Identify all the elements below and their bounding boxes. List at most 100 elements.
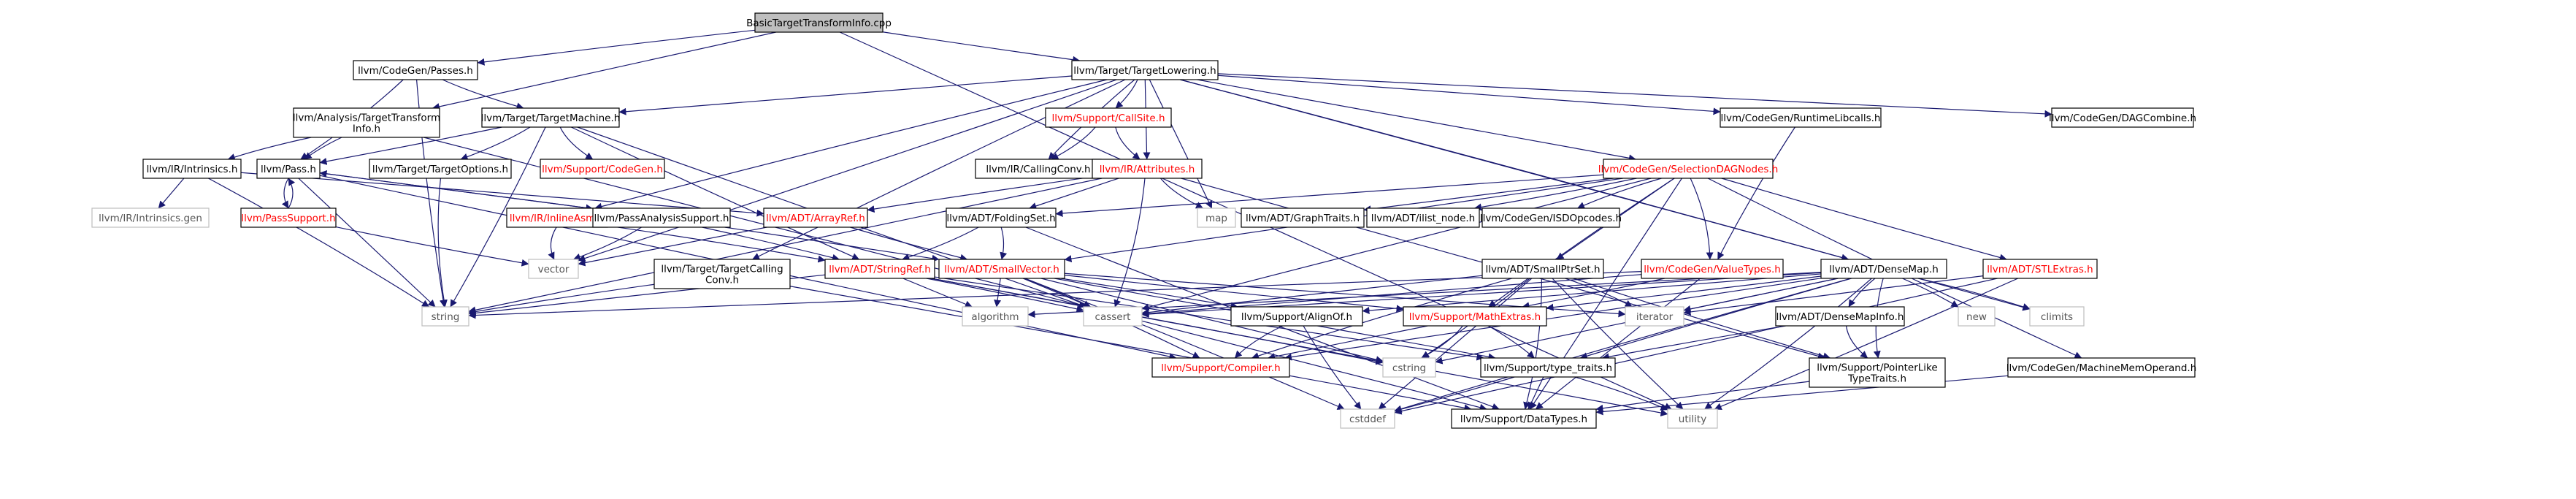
dependency-nodes: BasicTargetTransformInfo.cpp llvm/CodeGen… — [91, 12, 2197, 429]
node-pass-support[interactable]: llvm/PassSupport.h — [240, 207, 337, 228]
node-adt-densemapinfo[interactable]: llvm/ADT/DenseMapInfo.h — [1775, 306, 1905, 327]
node-machine-mem-operand[interactable]: llvm/CodeGen/MachineMemOperand.h — [2006, 357, 2197, 378]
node-support-alignof[interactable]: llvm/Support/AlignOf.h — [1230, 306, 1363, 327]
node-target-options[interactable]: llvm/Target/TargetOptions.h — [369, 159, 512, 179]
node-label: llvm/PassSupport.h — [241, 213, 335, 224]
node-string: string — [421, 306, 469, 327]
node-support-datatypes[interactable]: llvm/Support/DataTypes.h — [1451, 408, 1597, 429]
node-label: llvm/ADT/SmallPtrSet.h — [1485, 264, 1600, 275]
node-pass-analysis-support[interactable]: llvm/PassAnalysisSupport.h — [592, 207, 731, 228]
node-label: llvm/Pass.h — [261, 164, 316, 175]
node-label: BasicTargetTransformInfo.cpp — [746, 18, 892, 29]
node-codegen-valuetypes[interactable]: llvm/CodeGen/ValueTypes.h — [1641, 259, 1784, 279]
node-adt-ilist-node[interactable]: llvm/ADT/ilist_node.h — [1366, 207, 1480, 228]
edge-selection_dag_nodes-to-adt_stlextras — [1721, 178, 2007, 262]
node-target-machine[interactable]: llvm/Target/TargetMachine.h — [481, 107, 621, 128]
node-codegen-passes[interactable]: llvm/CodeGen/Passes.h — [353, 60, 478, 80]
node-label: llvm/Target/TargetLowering.h — [1073, 65, 1216, 77]
node-label: cstring — [1392, 362, 1426, 374]
node-analysis-tti[interactable]: llvm/Analysis/TargetTransformInfo.h — [293, 107, 440, 138]
edge-codegen_valuetypes-to-support_datatypes — [1535, 278, 1701, 410]
node-support-mathextras[interactable]: llvm/Support/MathExtras.h — [1403, 306, 1547, 327]
node-box — [946, 207, 1057, 228]
node-adt-smallptrset[interactable]: llvm/ADT/SmallPtrSet.h — [1481, 259, 1604, 279]
node-root[interactable]: BasicTargetTransformInfo.cpp — [746, 12, 892, 33]
edge-target_lowering-to-dag_combine — [1217, 73, 2052, 118]
node-box — [763, 207, 868, 228]
node-label: map — [1205, 213, 1227, 224]
node-box — [1982, 259, 2098, 279]
node-adt-arrayref[interactable]: llvm/ADT/ArrayRef.h — [763, 207, 868, 228]
edge-adt_smallvector-to-support_mathextras — [1064, 275, 1404, 313]
node-dag-combine[interactable]: llvm/CodeGen/DAGCombine.h — [2049, 107, 2196, 128]
node-pass[interactable]: llvm/Pass.h — [256, 159, 321, 179]
edge-support_pointerlike-to-support_datatypes — [1595, 381, 1810, 412]
dependency-edges — [158, 29, 2082, 416]
edge-pass_analysis_support-to-adt_smallvector — [724, 226, 940, 262]
edge-support_type_traits-to-cstddef — [1394, 376, 1515, 413]
node-label: llvm/Target/TargetCalling — [661, 264, 783, 275]
edge-support_mathextras-to-support_compiler — [1268, 325, 1428, 361]
edge-analysis_tti-to-ir_intrinsics — [227, 137, 312, 161]
edge-adt_smallvector-to-support_alignof — [1060, 278, 1238, 310]
node-box — [1045, 107, 1172, 128]
node-adt-graphtraits[interactable]: llvm/ADT/GraphTraits.h — [1241, 207, 1365, 228]
node-label: llvm/ADT/SmallVector.h — [944, 264, 1059, 275]
node-runtime-libcalls[interactable]: llvm/CodeGen/RuntimeLibcalls.h — [1720, 107, 1882, 128]
node-callsite[interactable]: llvm/Support/CallSite.h — [1045, 107, 1172, 128]
node-box — [369, 159, 512, 179]
node-ir-inline-asm[interactable]: llvm/IR/InlineAsm.h — [506, 207, 608, 228]
node-support-type-traits[interactable]: llvm/Support/type_traits.h — [1480, 357, 1616, 378]
node-label: llvm/CodeGen/Passes.h — [358, 65, 473, 77]
edge-ir_inline_asm-to-adt_stringref — [607, 225, 826, 263]
node-support-compiler[interactable]: llvm/Support/Compiler.h — [1151, 357, 1290, 378]
edge-adt_arrayref-to-vector — [578, 226, 767, 267]
edge-ir_attributes-to-adt_foldingset — [1029, 178, 1119, 210]
edge-callsite-to-ir_attributes — [1115, 126, 1141, 160]
edge-adt_foldingset-to-adt_smallvector — [1000, 226, 1008, 260]
node-isd-opcodes[interactable]: llvm/CodeGen/ISDOpcodes.h — [1480, 207, 1622, 228]
node-target-lowering[interactable]: llvm/Target/TargetLowering.h — [1071, 60, 1219, 80]
edge-adt_smallvector-to-algorithm — [994, 278, 1002, 308]
node-label: algorithm — [971, 311, 1019, 323]
node-box — [528, 259, 579, 279]
edge-ir_intrinsics-to-string — [208, 178, 430, 308]
node-cstring: cstring — [1382, 357, 1436, 378]
node-label: llvm/Support/Compiler.h — [1161, 362, 1280, 374]
node-box — [1481, 207, 1620, 228]
node-adt-stringref[interactable]: llvm/ADT/StringRef.h — [824, 259, 935, 279]
node-adt-densemap[interactable]: llvm/ADT/DenseMap.h — [1820, 259, 1947, 279]
node-box — [1241, 207, 1365, 228]
node-box — [540, 159, 665, 179]
node-label: llvm/IR/Attributes.h — [1100, 164, 1195, 175]
node-label: llvm/IR/Intrinsics.gen — [99, 213, 202, 224]
node-box — [1480, 357, 1616, 378]
edge-adt_stlextras-to-cstddef — [1394, 278, 1998, 415]
node-box — [1230, 306, 1363, 327]
node-label: llvm/CodeGen/DAGCombine.h — [2049, 113, 2196, 124]
edge-target_callingconv-to-string — [468, 283, 655, 316]
node-label: Info.h — [353, 123, 380, 135]
node-label: string — [432, 311, 460, 323]
node-label: climits — [2041, 311, 2073, 323]
edge-adt_smallptrset-to-support_compiler — [1251, 278, 1512, 359]
node-adt-stlextras[interactable]: llvm/ADT/STLExtras.h — [1982, 259, 2098, 279]
edge-selection_dag_nodes-to-adt_foldingset — [1055, 174, 1604, 217]
node-selection-dag-nodes[interactable]: llvm/CodeGen/SelectionDAGNodes.h — [1598, 159, 1779, 179]
node-adt-foldingset[interactable]: llvm/ADT/FoldingSet.h — [946, 207, 1057, 228]
node-ir-attributes[interactable]: llvm/IR/Attributes.h — [1092, 159, 1203, 179]
node-ir-intrinsics[interactable]: llvm/IR/Intrinsics.h — [142, 159, 242, 179]
node-box — [653, 259, 791, 289]
node-vector: vector — [528, 259, 579, 279]
node-adt-smallvector[interactable]: llvm/ADT/SmallVector.h — [938, 259, 1065, 279]
node-support-codegen[interactable]: llvm/Support/CodeGen.h — [540, 159, 665, 179]
node-box — [1958, 306, 1996, 327]
node-box — [1720, 107, 1882, 128]
node-ir-callingconv[interactable]: llvm/IR/CallingConv.h — [975, 159, 1102, 179]
node-box — [240, 207, 337, 228]
node-label: llvm/ADT/GraphTraits.h — [1246, 213, 1360, 224]
edge-target_lowering-to-runtime_libcalls — [1217, 75, 1721, 115]
edge-adt_stlextras-to-utility — [1714, 278, 2019, 410]
